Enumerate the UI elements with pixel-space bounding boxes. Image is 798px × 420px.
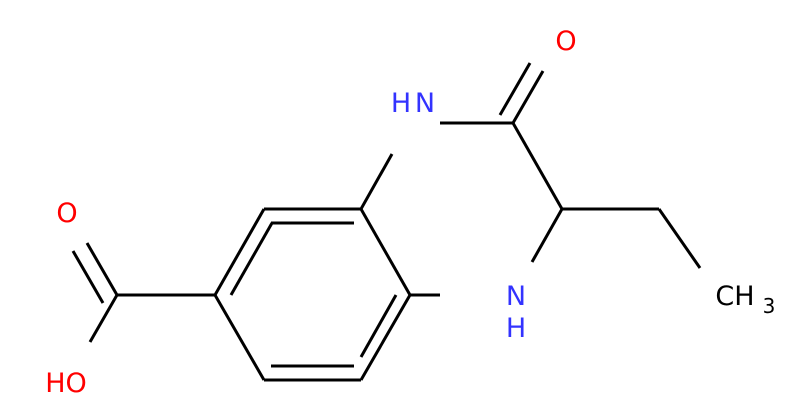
- bond-ring-lower-right: [359, 294, 412, 381]
- acid-oxygen-label: O: [56, 198, 77, 229]
- bond-c-o-double-a: [85, 242, 119, 296]
- bond-ring-to-nh-top: [359, 153, 394, 210]
- bond-ring-upper-left: [213, 208, 266, 296]
- amine-h-label: H: [506, 313, 526, 344]
- amine-n-label: N: [506, 281, 526, 312]
- bond-ring-lower-left: [213, 294, 266, 381]
- bond-ch-to-nh: [530, 208, 564, 263]
- bond-ring-upper-left-inner: [229, 222, 274, 296]
- amide-h-label: H: [391, 88, 411, 119]
- bond-carbonyl-to-ch: [511, 122, 564, 210]
- methyl-subscript: 3: [763, 294, 776, 318]
- bond-c-o-double-b: [71, 250, 105, 304]
- bond-c-oh: [88, 294, 119, 343]
- bond-c-o-double-a: [511, 70, 545, 124]
- bonds: [71, 62, 702, 382]
- bond-ch2-ch3: [657, 208, 702, 269]
- bond-ring-right-inner: [359, 294, 398, 358]
- bond-ring-upper-right: [359, 208, 412, 296]
- methyl-label: CH: [715, 281, 754, 312]
- amide-n-label: N: [415, 88, 435, 119]
- bond-c-o-double-b: [498, 62, 532, 116]
- hydroxyl-label: HO: [45, 368, 87, 399]
- carbonyl-oxygen-label: O: [555, 26, 576, 57]
